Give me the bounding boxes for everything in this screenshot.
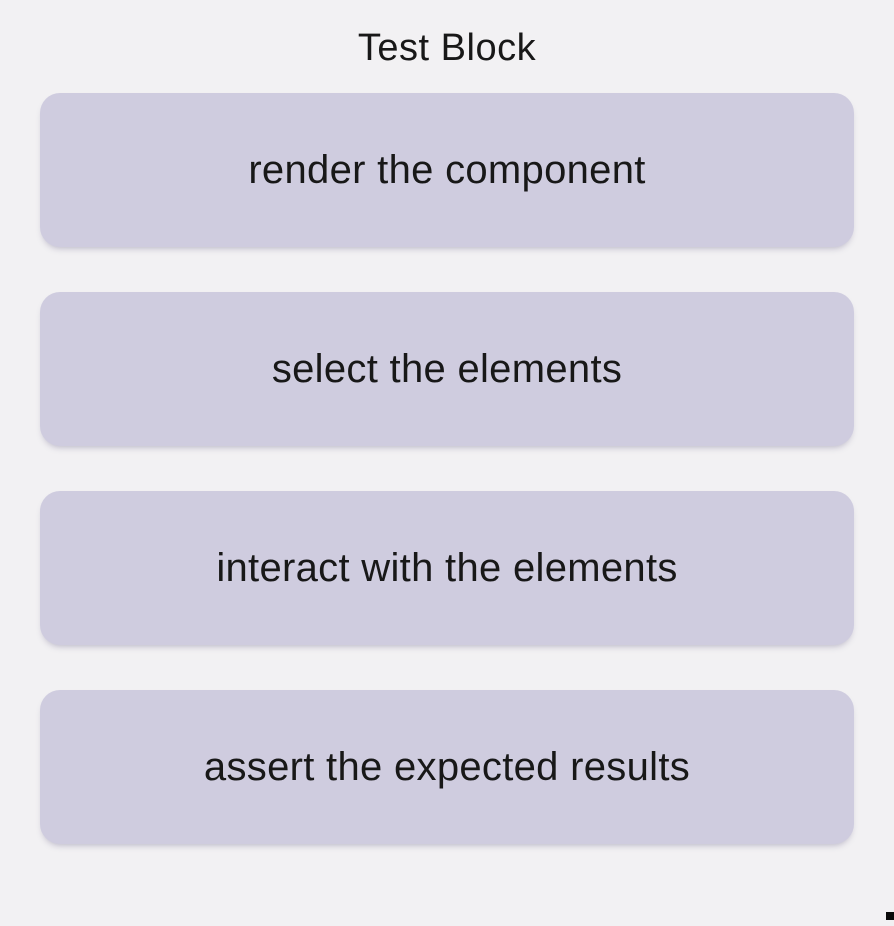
step-label: select the elements <box>271 346 623 391</box>
steps-list: render the component select the elements… <box>40 93 854 844</box>
step-label: interact with the elements <box>216 545 678 590</box>
step-block-interact: interact with the elements <box>40 491 854 645</box>
step-block-select: select the elements <box>40 292 854 446</box>
corner-artifact-square <box>886 912 894 920</box>
step-block-assert: assert the expected results <box>40 690 854 844</box>
step-label: assert the expected results <box>203 744 691 789</box>
step-block-render: render the component <box>40 93 854 247</box>
diagram-title: Test Block <box>357 27 537 69</box>
step-label: render the component <box>248 147 646 192</box>
